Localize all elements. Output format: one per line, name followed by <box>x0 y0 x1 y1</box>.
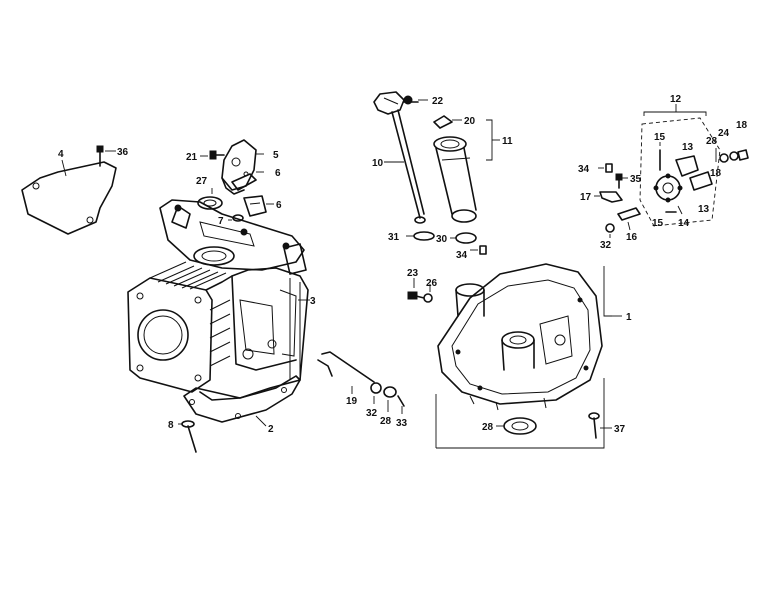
label-32b: 32 <box>600 240 612 251</box>
label-15a: 15 <box>654 132 666 143</box>
part-pin-20 <box>433 115 462 129</box>
part-bolt-23 <box>407 278 425 300</box>
part-washer-32b <box>605 223 615 238</box>
label-35: 35 <box>630 174 642 185</box>
label-11: 11 <box>502 136 513 147</box>
label-33: 33 <box>396 418 408 429</box>
part-washer-32a <box>370 382 382 404</box>
label-13b: 13 <box>698 204 710 215</box>
part-cylinder-block <box>127 199 310 401</box>
part-plug-34b <box>470 245 487 255</box>
label-18b: 18 <box>710 168 722 179</box>
part-o-ring-31 <box>406 231 435 241</box>
part-breather-cover <box>221 139 264 195</box>
part-bushing-28b <box>383 386 397 412</box>
label-34a: 34 <box>578 164 590 175</box>
label-8: 8 <box>168 420 174 431</box>
label-20: 20 <box>464 116 476 127</box>
part-cover-plate <box>21 159 117 235</box>
part-plug-34a <box>598 163 613 173</box>
label-23: 23 <box>407 268 419 279</box>
part-bolt-35 <box>615 173 628 189</box>
label-34b: 34 <box>456 250 468 261</box>
part-o-ring-30 <box>450 232 477 244</box>
part-governor-assembly <box>639 104 749 227</box>
label-6a: 6 <box>275 168 281 179</box>
label-7: 7 <box>218 216 224 227</box>
part-breather-gasket <box>231 171 264 191</box>
label-27: 27 <box>196 176 208 187</box>
label-21: 21 <box>186 152 198 163</box>
label-13a: 13 <box>682 142 694 153</box>
label-24: 24 <box>718 128 730 139</box>
label-2: 2 <box>268 424 274 435</box>
part-oil-seal-28c <box>496 417 537 435</box>
label-32a: 32 <box>366 408 378 419</box>
part-labels: 4 36 21 5 6 27 6 7 3 2 8 22 20 11 10 31 … <box>58 94 748 435</box>
part-dipstick <box>373 91 426 224</box>
part-gasket <box>183 375 301 427</box>
part-oil-seal-27 <box>197 188 223 210</box>
label-22: 22 <box>432 96 444 107</box>
label-19: 19 <box>346 396 358 407</box>
part-bolt-37 <box>588 412 612 439</box>
label-3: 3 <box>310 296 316 307</box>
label-28b: 28 <box>380 416 392 427</box>
label-18a: 18 <box>736 120 748 131</box>
label-36: 36 <box>117 147 129 158</box>
part-oil-filler-tube <box>433 136 477 223</box>
part-lever-17 <box>594 191 623 203</box>
label-15b: 15 <box>652 218 664 229</box>
part-washer-26 <box>423 284 433 303</box>
part-screw-22 <box>403 95 428 105</box>
part-shaft-16 <box>617 207 641 231</box>
label-37: 37 <box>614 424 626 435</box>
label-14: 14 <box>678 218 690 229</box>
label-12: 12 <box>670 94 682 105</box>
label-16: 16 <box>626 232 638 243</box>
label-26: 26 <box>426 278 438 289</box>
part-screw-21 <box>200 150 225 160</box>
label-6b: 6 <box>276 200 282 211</box>
label-10: 10 <box>372 158 384 169</box>
label-31: 31 <box>388 232 400 243</box>
label-1: 1 <box>626 312 632 323</box>
label-30: 30 <box>436 234 448 245</box>
part-crankcase-cover <box>435 263 622 449</box>
part-bolt-36 <box>96 145 116 167</box>
part-plate-6b <box>243 195 274 217</box>
part-governor-rod <box>317 351 375 394</box>
part-pin-33 <box>397 395 405 414</box>
part-ring-7 <box>228 214 244 222</box>
part-bolt-8 <box>178 420 197 453</box>
label-4: 4 <box>58 149 64 160</box>
label-5: 5 <box>273 150 279 161</box>
label-17: 17 <box>580 192 592 203</box>
label-28c: 28 <box>482 422 494 433</box>
label-28a: 28 <box>706 136 718 147</box>
